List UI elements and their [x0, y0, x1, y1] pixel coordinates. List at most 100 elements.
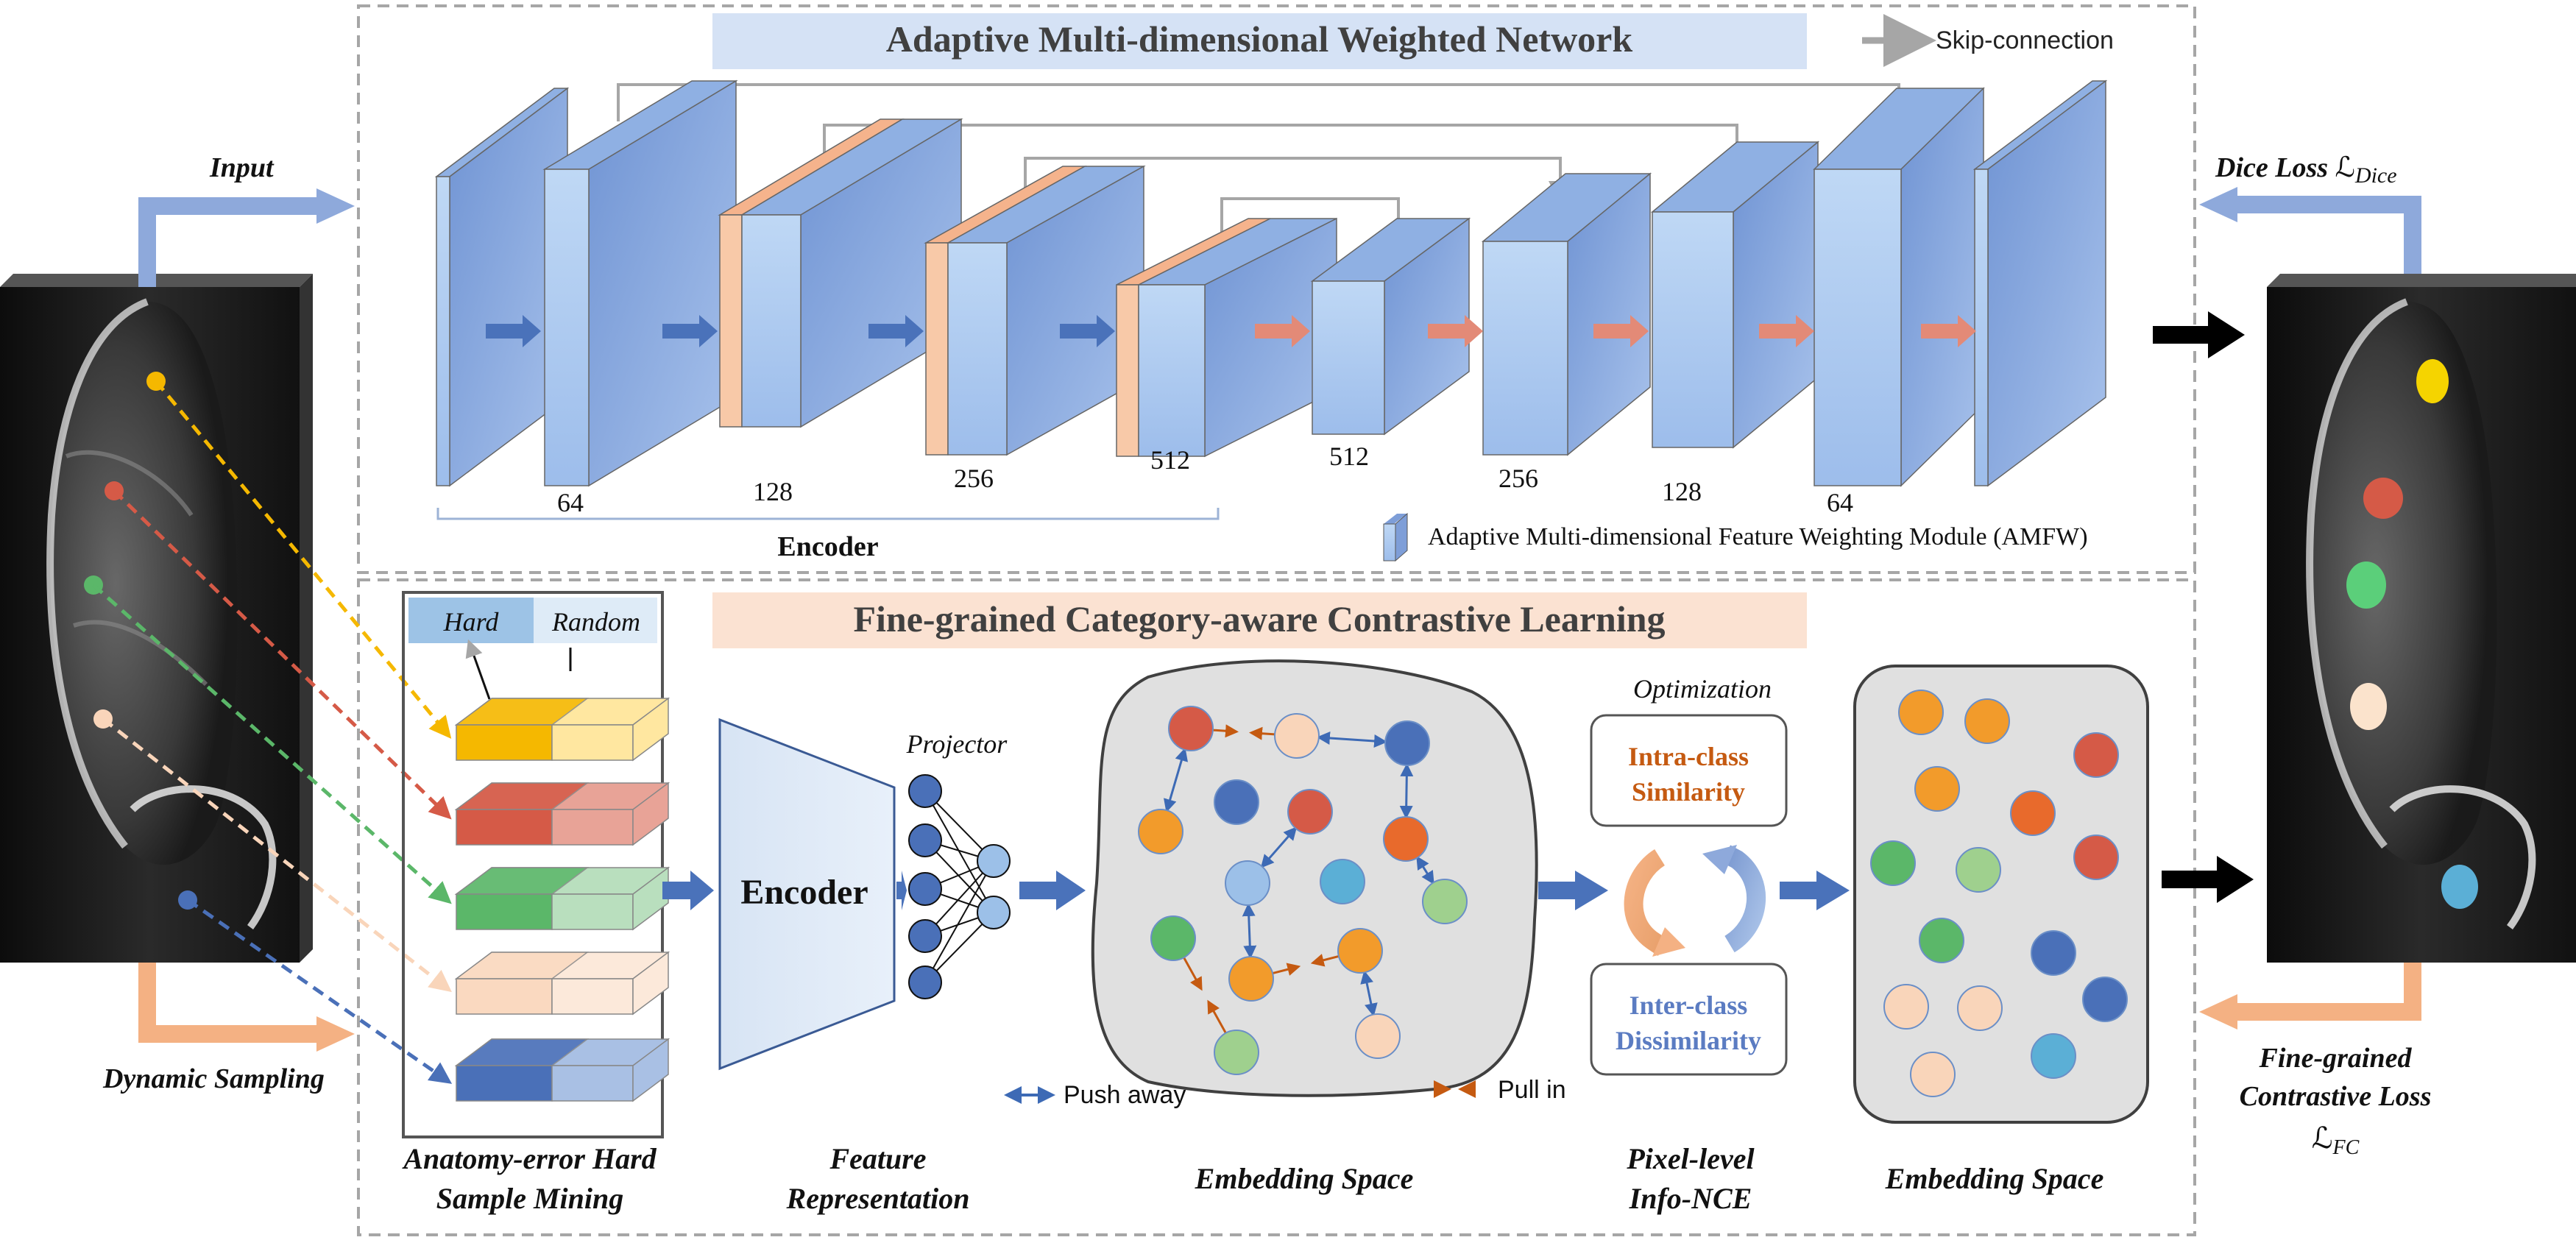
- channel-label: 64: [557, 488, 584, 517]
- embedding-point: [1274, 713, 1320, 759]
- embedding-point: [1383, 816, 1429, 862]
- amfw-legend-label: Adaptive Multi-dimensional Feature Weigh…: [1428, 523, 2088, 550]
- caption-embed-1: Embedding Space: [1195, 1162, 1414, 1195]
- pull-in-label: Pull in: [1498, 1076, 1566, 1104]
- embedding-point: [1355, 1013, 1401, 1059]
- top-title: Adaptive Multi-dimensional Weighted Netw…: [886, 18, 1633, 60]
- projector-node: [908, 872, 942, 906]
- inter-class-label-1: Inter-class: [1630, 991, 1748, 1020]
- projector-node: [908, 919, 942, 953]
- unet-block: [1972, 79, 2108, 487]
- embedding-point: [1337, 928, 1383, 974]
- channel-label: 128: [753, 477, 793, 506]
- projector-output-node: [977, 844, 1011, 878]
- caption-feature-1: Feature: [829, 1142, 926, 1175]
- channel-label: 256: [1498, 464, 1538, 493]
- inter-class-box: [1590, 963, 1788, 1076]
- embedding-point: [2031, 930, 2076, 976]
- inter-class-label-2: Dissimilarity: [1616, 1026, 1761, 1055]
- channel-label: 64: [1827, 488, 1853, 517]
- output-ultrasound-image: [2267, 274, 2576, 963]
- optimization-label: Optimization: [1633, 674, 1772, 704]
- embedding-point: [1910, 1052, 1956, 1097]
- pull-link: [1248, 726, 1275, 740]
- bottom-title-bar: [712, 592, 1807, 648]
- caption-embed-2: Embedding Space: [1885, 1162, 2104, 1195]
- projector-node: [908, 966, 942, 999]
- input-arrow: [138, 188, 355, 287]
- push-link: [1416, 855, 1434, 885]
- embedding-point: [1168, 706, 1214, 751]
- caption-hard-sample-2: Sample Mining: [436, 1182, 624, 1215]
- decoder-arrows: [1255, 315, 1976, 347]
- skip-legend-label: Skip-connection: [1936, 26, 2114, 54]
- embedding-1-points: [1138, 706, 1468, 1075]
- embedding-point: [1914, 766, 1960, 812]
- channel-label: 512: [1150, 445, 1190, 475]
- dice-loss-arrow: [2199, 187, 2421, 274]
- to-projector-arrow: [885, 871, 907, 910]
- caption-hard-sample-1: Anatomy-error Hard: [401, 1142, 657, 1175]
- input-label: Input: [209, 152, 275, 183]
- channel-labels: 64 128 256 512 512 256 128 64: [557, 442, 1853, 517]
- encoder-label: Encoder: [777, 531, 878, 562]
- to-embedding-arrow: [1019, 871, 1086, 910]
- input-ultrasound-image: [0, 274, 313, 963]
- caption-info-nce-1: Pixel-level: [1626, 1142, 1755, 1175]
- unet-block: [1116, 217, 1337, 458]
- pull-link: [1310, 954, 1340, 967]
- unet-block: [718, 118, 963, 428]
- unet-block: [542, 79, 738, 487]
- sampling-lines: [84, 372, 453, 1084]
- sample-bar: [454, 866, 670, 931]
- pull-link: [1207, 999, 1227, 1034]
- embedding-point: [1957, 985, 2003, 1031]
- sample-bar: [454, 782, 670, 846]
- channel-label: 128: [1662, 477, 1702, 506]
- push-away-label: Push away: [1064, 1081, 1186, 1109]
- embedding-point: [1870, 840, 1916, 886]
- intra-class-label-1: Intra-class: [1628, 742, 1749, 771]
- embedding-2-points: [1870, 690, 2128, 1097]
- projector-output-node: [977, 896, 1011, 929]
- channel-label: 256: [954, 464, 994, 493]
- seg-region-blue: [2441, 865, 2478, 909]
- embedding-point: [2073, 835, 2119, 880]
- embedding-point: [1287, 789, 1333, 835]
- unet-block: [1813, 87, 1985, 487]
- seg-region-peach: [2350, 683, 2387, 730]
- dynamic-sampling-label: Dynamic Sampling: [102, 1063, 325, 1094]
- fc-loss-label-1: Fine-grained: [2259, 1043, 2413, 1074]
- fc-loss-arrow: [2199, 963, 2421, 1030]
- embedding-point: [1320, 859, 1365, 904]
- projector-node: [908, 774, 942, 808]
- hard-sample-box: [402, 591, 664, 1138]
- unet-block: [1650, 141, 1820, 449]
- to-optimization-arrow: [1538, 871, 1608, 910]
- fc-loss-label-2: Contrastive Loss: [2240, 1081, 2432, 1112]
- fc-loss-symbol: ℒFC: [2312, 1122, 2360, 1159]
- sample-bar: [454, 1038, 670, 1102]
- caption-feature-2: Representation: [786, 1182, 970, 1215]
- embedding-point: [2031, 1033, 2076, 1079]
- pull-link: [1183, 957, 1203, 991]
- random-header: [534, 598, 657, 643]
- output-arrow-bottom: [2162, 856, 2254, 903]
- dice-loss-label: Dice Loss ℒDice: [2215, 152, 2397, 188]
- hard-pointer: [465, 639, 491, 700]
- embedding-point: [1964, 698, 2010, 744]
- feature-encoder-label: Encoder: [740, 873, 868, 912]
- projector-node: [908, 823, 942, 857]
- embedding-point: [1384, 720, 1430, 766]
- embedding-point: [1898, 690, 1944, 735]
- unet-block: [1310, 217, 1471, 436]
- random-label: Random: [551, 607, 640, 637]
- embedding-point: [1228, 956, 1274, 1002]
- unet-blocks: [434, 79, 2108, 487]
- amfw-legend-icon: [1383, 512, 1408, 562]
- push-link: [1316, 731, 1388, 748]
- top-title-bar: [712, 13, 1807, 69]
- push-link: [1164, 747, 1188, 813]
- projector-label: Projector: [906, 729, 1008, 759]
